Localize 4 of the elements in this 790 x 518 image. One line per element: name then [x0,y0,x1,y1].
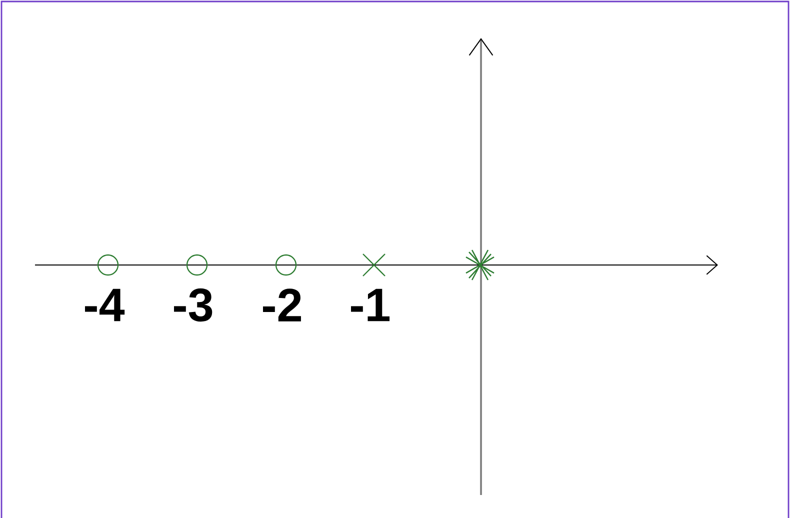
axis-label: -2 [263,288,301,322]
axis-label: -1 [351,288,390,322]
axis-label: -3 [174,288,212,322]
axis-label: -4 [85,288,125,322]
